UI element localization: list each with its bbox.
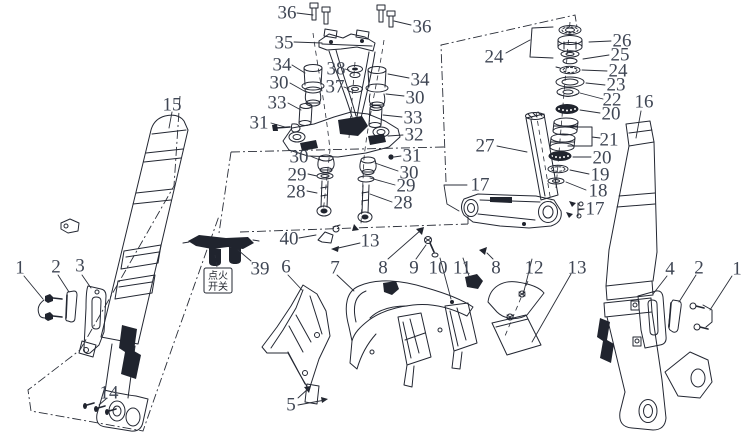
callout-27: 27	[476, 136, 495, 157]
callout-37: 37	[326, 77, 345, 98]
callout-18: 18	[589, 181, 608, 202]
callout-24: 24	[485, 47, 505, 68]
callout-33: 33	[404, 108, 423, 129]
callout-30: 30	[270, 73, 289, 94]
left-fork-leg	[60, 114, 189, 432]
steering-stem-group	[461, 25, 601, 229]
callout-30: 30	[290, 147, 309, 168]
callout-2: 2	[51, 257, 61, 278]
callout-22: 22	[603, 90, 622, 111]
callout-25: 25	[611, 45, 630, 66]
left-bracket-parts	[37, 285, 107, 358]
callout-9: 9	[409, 258, 419, 279]
ignition-switch: 点火 开关	[182, 235, 260, 294]
callout-38: 38	[327, 59, 346, 80]
right-bracket-parts	[630, 290, 713, 349]
callout-28: 28	[287, 182, 306, 203]
callout-20: 20	[593, 148, 612, 169]
callout-29: 29	[397, 176, 416, 197]
callout-2: 2	[694, 258, 704, 279]
callout-14: 14	[100, 383, 120, 404]
callout-30: 30	[400, 163, 419, 184]
right-fork-leg	[597, 120, 713, 431]
callout-34: 34	[273, 55, 293, 76]
callout-33: 33	[268, 93, 287, 114]
callout-31: 31	[250, 113, 269, 134]
callout-34: 34	[411, 70, 431, 91]
callout-20: 20	[602, 104, 621, 125]
construction-lines	[27, 14, 578, 432]
callout-16: 16	[635, 92, 654, 113]
callout-36: 36	[413, 17, 432, 38]
callout-23: 23	[607, 75, 626, 96]
callout-13: 13	[568, 258, 587, 279]
callout-40: 40	[280, 229, 299, 250]
callout-19: 19	[591, 165, 610, 186]
callout-31: 31	[403, 146, 422, 167]
callout-28: 28	[394, 193, 413, 214]
callout-15: 15	[163, 95, 182, 116]
callout-17: 17	[586, 199, 605, 220]
callout-11: 11	[453, 258, 471, 279]
callout-4: 4	[665, 259, 675, 280]
callout-8: 8	[378, 258, 388, 279]
callout-1: 1	[15, 258, 25, 279]
upper-triple-clamp	[272, 111, 401, 223]
callout-10: 10	[429, 258, 448, 279]
callout-29: 29	[288, 165, 307, 186]
bracket-part-40	[317, 224, 341, 244]
callout-26: 26	[613, 31, 632, 52]
callout-12: 12	[525, 258, 544, 279]
ignition-tag-line2: 开关	[208, 280, 228, 293]
callout-36: 36	[278, 3, 297, 24]
callout-13: 13	[361, 231, 380, 252]
callout-6: 6	[281, 257, 291, 278]
ignition-tag-box	[203, 267, 233, 294]
callout-8: 8	[491, 258, 501, 279]
callout-24: 24	[609, 61, 629, 82]
callout-7: 7	[330, 258, 340, 279]
callout-3: 3	[75, 256, 85, 277]
leader-lines	[23, 12, 733, 406]
callout-35: 35	[275, 33, 294, 54]
callout-1: 1	[732, 259, 742, 280]
ignition-tag-line1: 点火	[208, 270, 228, 282]
callout-17: 17	[471, 175, 490, 196]
callout-21: 21	[600, 130, 619, 151]
callout-39: 39	[251, 259, 270, 280]
callout-30: 30	[406, 88, 425, 109]
handlebar-clamp-assembly	[298, 2, 396, 128]
front-fender-group	[261, 224, 545, 405]
callout-32: 32	[405, 125, 424, 146]
callout-5: 5	[286, 395, 296, 416]
